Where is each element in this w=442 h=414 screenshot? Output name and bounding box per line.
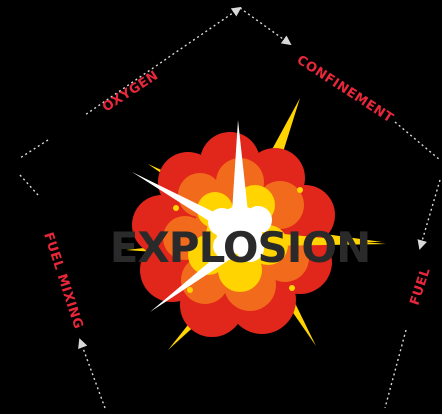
edge-right-side	[420, 180, 440, 248]
edge-left-side	[20, 175, 38, 195]
center-title: EXPLOSION	[110, 223, 371, 272]
edge-left-upper	[20, 140, 48, 158]
edge-top-right	[240, 8, 290, 44]
label-fuel-mixing: FUEL MIXING	[40, 231, 85, 332]
edge-right-lower	[385, 330, 406, 408]
label-confinement: CONFINEMENT	[294, 53, 396, 127]
edge-left-lower	[80, 340, 105, 408]
label-oxygen: OXYGEN	[100, 68, 161, 115]
label-fuel: FUEL	[408, 266, 434, 307]
edge-right-upper	[395, 122, 440, 160]
